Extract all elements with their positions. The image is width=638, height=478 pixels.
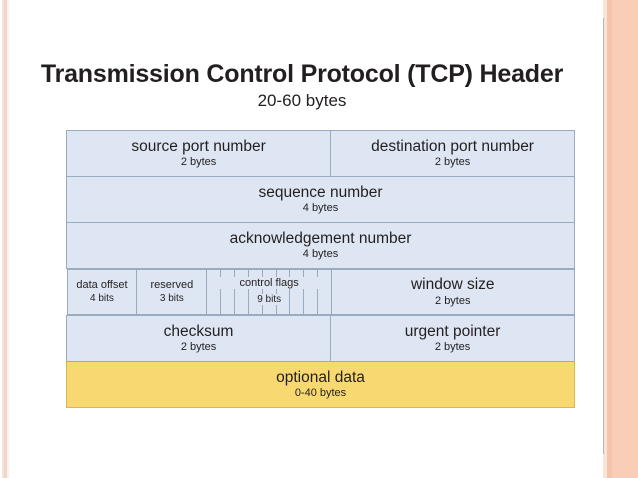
field-reserved[interactable]: reserved 3 bits — [136, 269, 208, 315]
field-size: 3 bits — [159, 292, 184, 304]
control-flag-bit[interactable] — [207, 270, 222, 314]
field-label: destination port number — [371, 137, 534, 155]
field-size: 2 bytes — [180, 341, 217, 354]
field-size: 2 bytes — [435, 294, 471, 307]
control-flag-bit[interactable] — [221, 270, 235, 314]
control-flag-bit[interactable] — [277, 270, 291, 314]
field-size: 2 bytes — [434, 341, 471, 354]
right-edge-band-light — [603, 0, 607, 478]
field-window-size[interactable]: window size 2 bytes — [331, 269, 575, 315]
field-size: 0-40 bytes — [294, 387, 347, 400]
table-row: acknowledgement number 4 bytes — [66, 222, 575, 269]
scrollbar-track[interactable] — [603, 18, 604, 454]
page-title: Transmission Control Protocol (TCP) Head… — [40, 60, 564, 88]
table-row: data offset 4 bits reserved 3 bits — [66, 269, 575, 316]
field-acknowledgement-number[interactable]: acknowledgement number 4 bytes — [66, 222, 575, 269]
control-flag-bit[interactable] — [263, 270, 277, 314]
left-edge-band-outer — [2, 0, 4, 478]
field-control-flags[interactable]: control flags 9 bits — [206, 269, 333, 315]
field-label: sequence number — [258, 183, 383, 201]
field-sequence-number[interactable]: sequence number 4 bytes — [66, 176, 575, 223]
field-label: reserved — [150, 279, 194, 292]
field-source-port[interactable]: source port number 2 bytes — [65, 130, 332, 177]
field-size: 4 bytes — [302, 248, 339, 261]
left-edge-band-fade — [7, 0, 9, 478]
field-label: optional data — [276, 368, 365, 386]
field-size: 4 bytes — [302, 202, 339, 215]
flags-row-subtable: data offset 4 bits reserved 3 bits — [66, 269, 575, 315]
table-row: checksum 2 bytes urgent pointer 2 bytes — [65, 315, 575, 362]
field-optional-data[interactable]: optional data 0-40 bytes — [66, 361, 575, 408]
table-row: sequence number 4 bytes — [66, 176, 575, 223]
control-flag-bit[interactable] — [318, 270, 331, 314]
right-edge-gap — [600, 0, 603, 478]
field-checksum[interactable]: checksum 2 bytes — [65, 315, 332, 362]
field-size: 2 bytes — [180, 156, 217, 169]
field-destination-port[interactable]: destination port number 2 bytes — [330, 130, 575, 177]
control-flag-bit[interactable] — [249, 270, 263, 314]
field-size: 2 bytes — [434, 156, 471, 169]
field-label: acknowledgement number — [229, 229, 412, 247]
table-row: optional data 0-40 bytes — [66, 361, 575, 408]
field-size: 4 bits — [89, 292, 114, 304]
page-subtitle: 20-60 bytes — [257, 90, 347, 110]
field-label: data offset — [76, 279, 128, 292]
field-label: window size — [410, 276, 495, 294]
field-label: source port number — [131, 137, 266, 155]
title-block: Transmission Control Protocol (TCP) Head… — [0, 60, 604, 110]
field-label: urgent pointer — [404, 322, 501, 340]
control-flag-bit[interactable] — [235, 270, 249, 314]
field-data-offset[interactable]: data offset 4 bits — [66, 269, 138, 315]
table-row: source port number 2 bytes destination p… — [65, 130, 575, 177]
field-urgent-pointer[interactable]: urgent pointer 2 bytes — [330, 315, 575, 362]
tcp-header-diagram: source port number 2 bytes destination p… — [65, 130, 575, 408]
left-edge-band-inner — [4, 0, 7, 478]
field-label: checksum — [163, 322, 234, 340]
right-edge-band-outer — [612, 0, 638, 478]
control-flag-bit[interactable] — [290, 270, 305, 314]
control-flag-bit[interactable] — [304, 270, 319, 314]
control-flag-bit-strip — [207, 270, 331, 314]
right-edge-band-mid — [607, 0, 612, 478]
